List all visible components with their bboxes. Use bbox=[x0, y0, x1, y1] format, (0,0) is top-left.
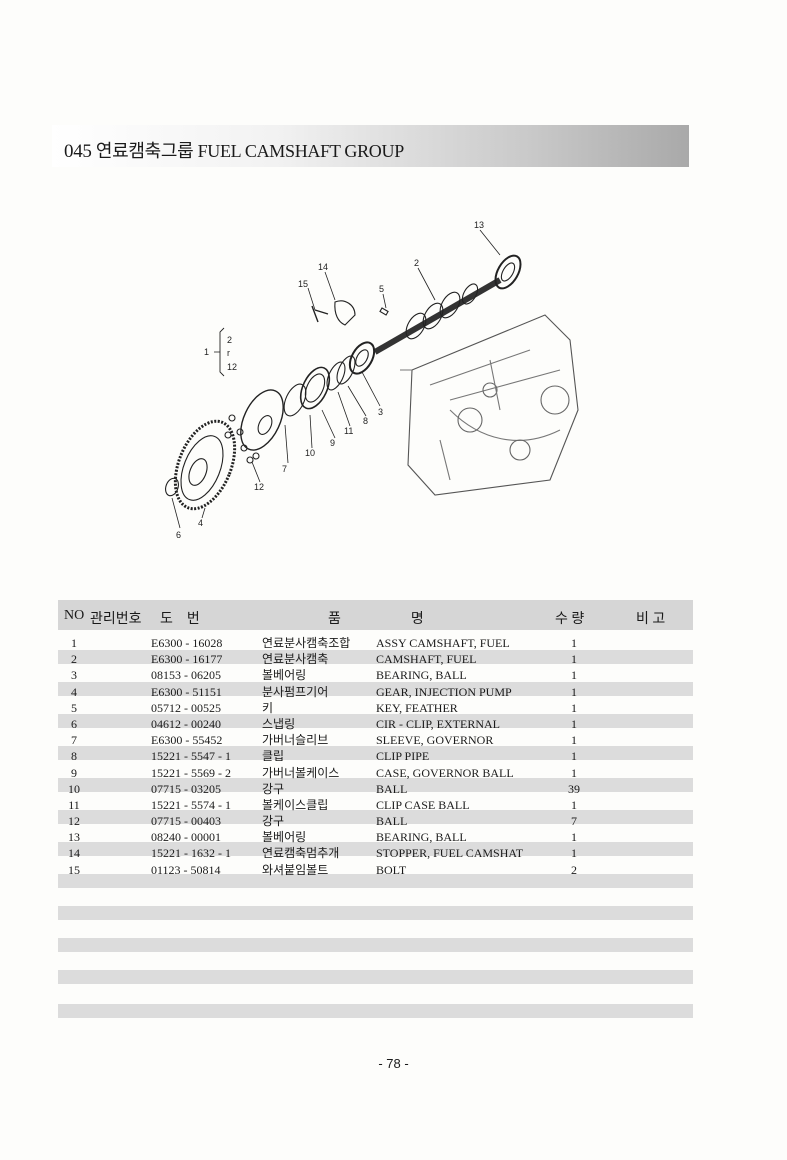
section-title-bar: 045 연료캠축그룹 FUEL CAMSHAFT GROUP bbox=[52, 125, 689, 167]
table-header: NO 관리번호 도 번 품 명 수 량 비 고 bbox=[58, 600, 693, 630]
header-remark: 비 고 bbox=[636, 612, 666, 627]
callout-label: 8 bbox=[363, 416, 368, 426]
callout-label: 11 bbox=[344, 426, 353, 436]
callout-label: 2 bbox=[414, 258, 419, 268]
callout-label: 13 bbox=[474, 220, 484, 230]
header-name: 품 명 bbox=[328, 612, 424, 627]
row-band bbox=[58, 938, 693, 952]
header-no: NO bbox=[64, 608, 85, 623]
callout-label: 14 bbox=[318, 262, 328, 272]
callout-label: 12 bbox=[254, 482, 264, 492]
row-band bbox=[58, 778, 693, 792]
header-drawing: 도 번 bbox=[160, 612, 200, 627]
callout-label: 10 bbox=[305, 448, 315, 458]
callout-label: 7 bbox=[282, 464, 287, 474]
callout-label: 3 bbox=[378, 407, 383, 417]
callout-label: 9 bbox=[330, 438, 335, 448]
page-title: 045 연료캠축그룹 FUEL CAMSHAFT GROUP bbox=[64, 141, 404, 162]
callout-labels: 13 2 14 15 5 1 2 r 12 3 8 11 9 10 7 12 6… bbox=[176, 220, 484, 540]
row-band bbox=[58, 842, 693, 856]
row-band bbox=[58, 746, 693, 760]
callout-label: 4 bbox=[198, 518, 203, 528]
header-qty: 수 량 bbox=[555, 612, 585, 627]
row-band bbox=[58, 970, 693, 984]
callout-label: 6 bbox=[176, 530, 181, 540]
row-band bbox=[58, 650, 693, 664]
header-mgmt: 관리번호 bbox=[90, 612, 142, 627]
row-band bbox=[58, 1004, 693, 1018]
callout-label: r bbox=[227, 348, 230, 358]
page-number: - 78 - bbox=[378, 1056, 409, 1071]
callout-label: 1 bbox=[204, 347, 209, 357]
exploded-parts-diagram: 13 2 14 15 5 1 2 r 12 3 8 11 9 10 7 12 6… bbox=[165, 220, 579, 540]
row-band bbox=[58, 906, 693, 920]
row-band bbox=[58, 682, 693, 696]
row-band bbox=[58, 810, 693, 824]
row-band bbox=[58, 714, 693, 728]
callout-label: 15 bbox=[298, 279, 308, 289]
callout-label: 2 bbox=[227, 335, 232, 345]
row-band bbox=[58, 874, 693, 888]
callout-label: 12 bbox=[227, 362, 237, 372]
callout-label: 5 bbox=[379, 284, 384, 294]
